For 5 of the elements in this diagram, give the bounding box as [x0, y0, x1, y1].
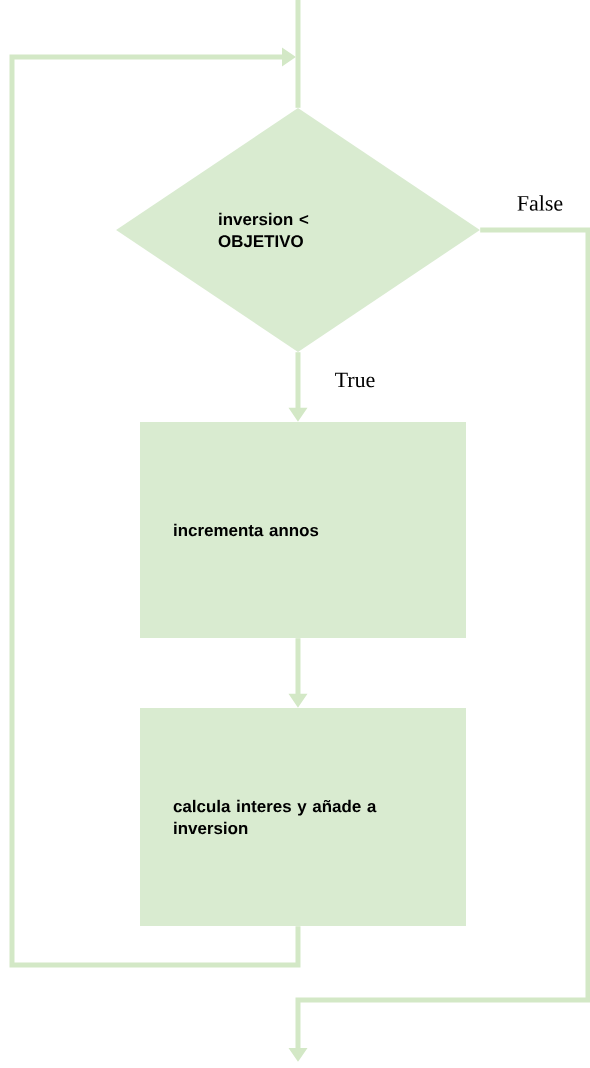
edge-label: True [335, 372, 375, 388]
process-box: calcula interes y añade a inversion [140, 708, 466, 926]
arrow [9, 47, 301, 968]
edge-label: False [517, 195, 563, 211]
process-box: incrementa annos [140, 422, 466, 638]
